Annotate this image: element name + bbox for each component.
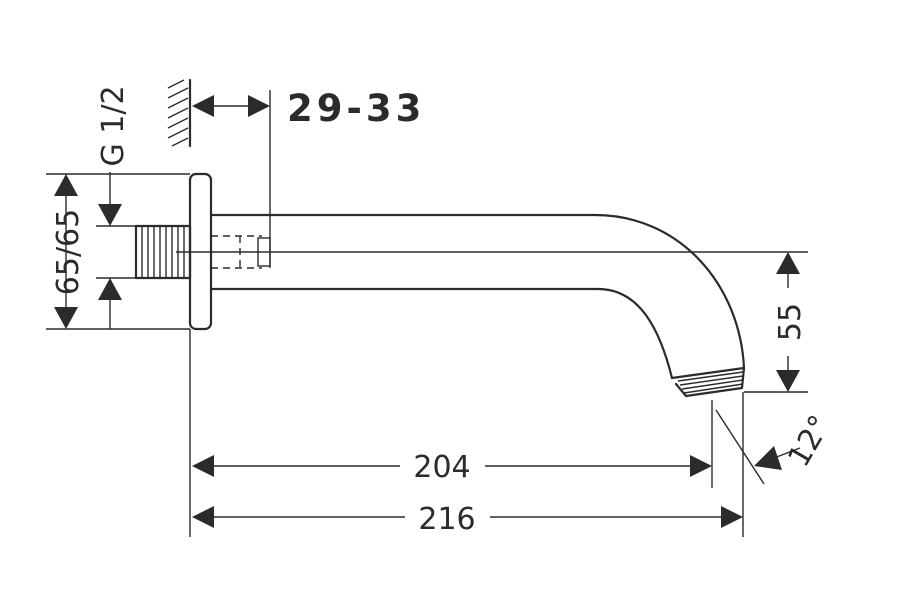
rosette-dimension: 65/65 (46, 173, 190, 330)
length-216-label: 216 (418, 502, 475, 537)
angle-dimension: 12° (715, 409, 838, 485)
length-204-label: 204 (413, 450, 470, 485)
thread-label: G 1/2 (96, 85, 131, 166)
height-dimension: 55 (744, 252, 808, 393)
wall-hatch (167, 78, 192, 148)
thread-connector (134, 224, 192, 280)
length-216-dimension: 216 (192, 392, 744, 537)
rosette (188, 172, 213, 537)
thread-dimension: G 1/2 (96, 85, 136, 329)
wall-depth-dimension: 29-33 (192, 87, 425, 268)
wall-depth-label: 29-33 (287, 87, 425, 130)
length-204-dimension: 204 (192, 400, 713, 488)
rosette-label: 65/65 (51, 209, 86, 295)
height-label: 55 (773, 303, 808, 341)
angle-label: 12° (781, 409, 838, 473)
spout-body (209, 213, 746, 398)
